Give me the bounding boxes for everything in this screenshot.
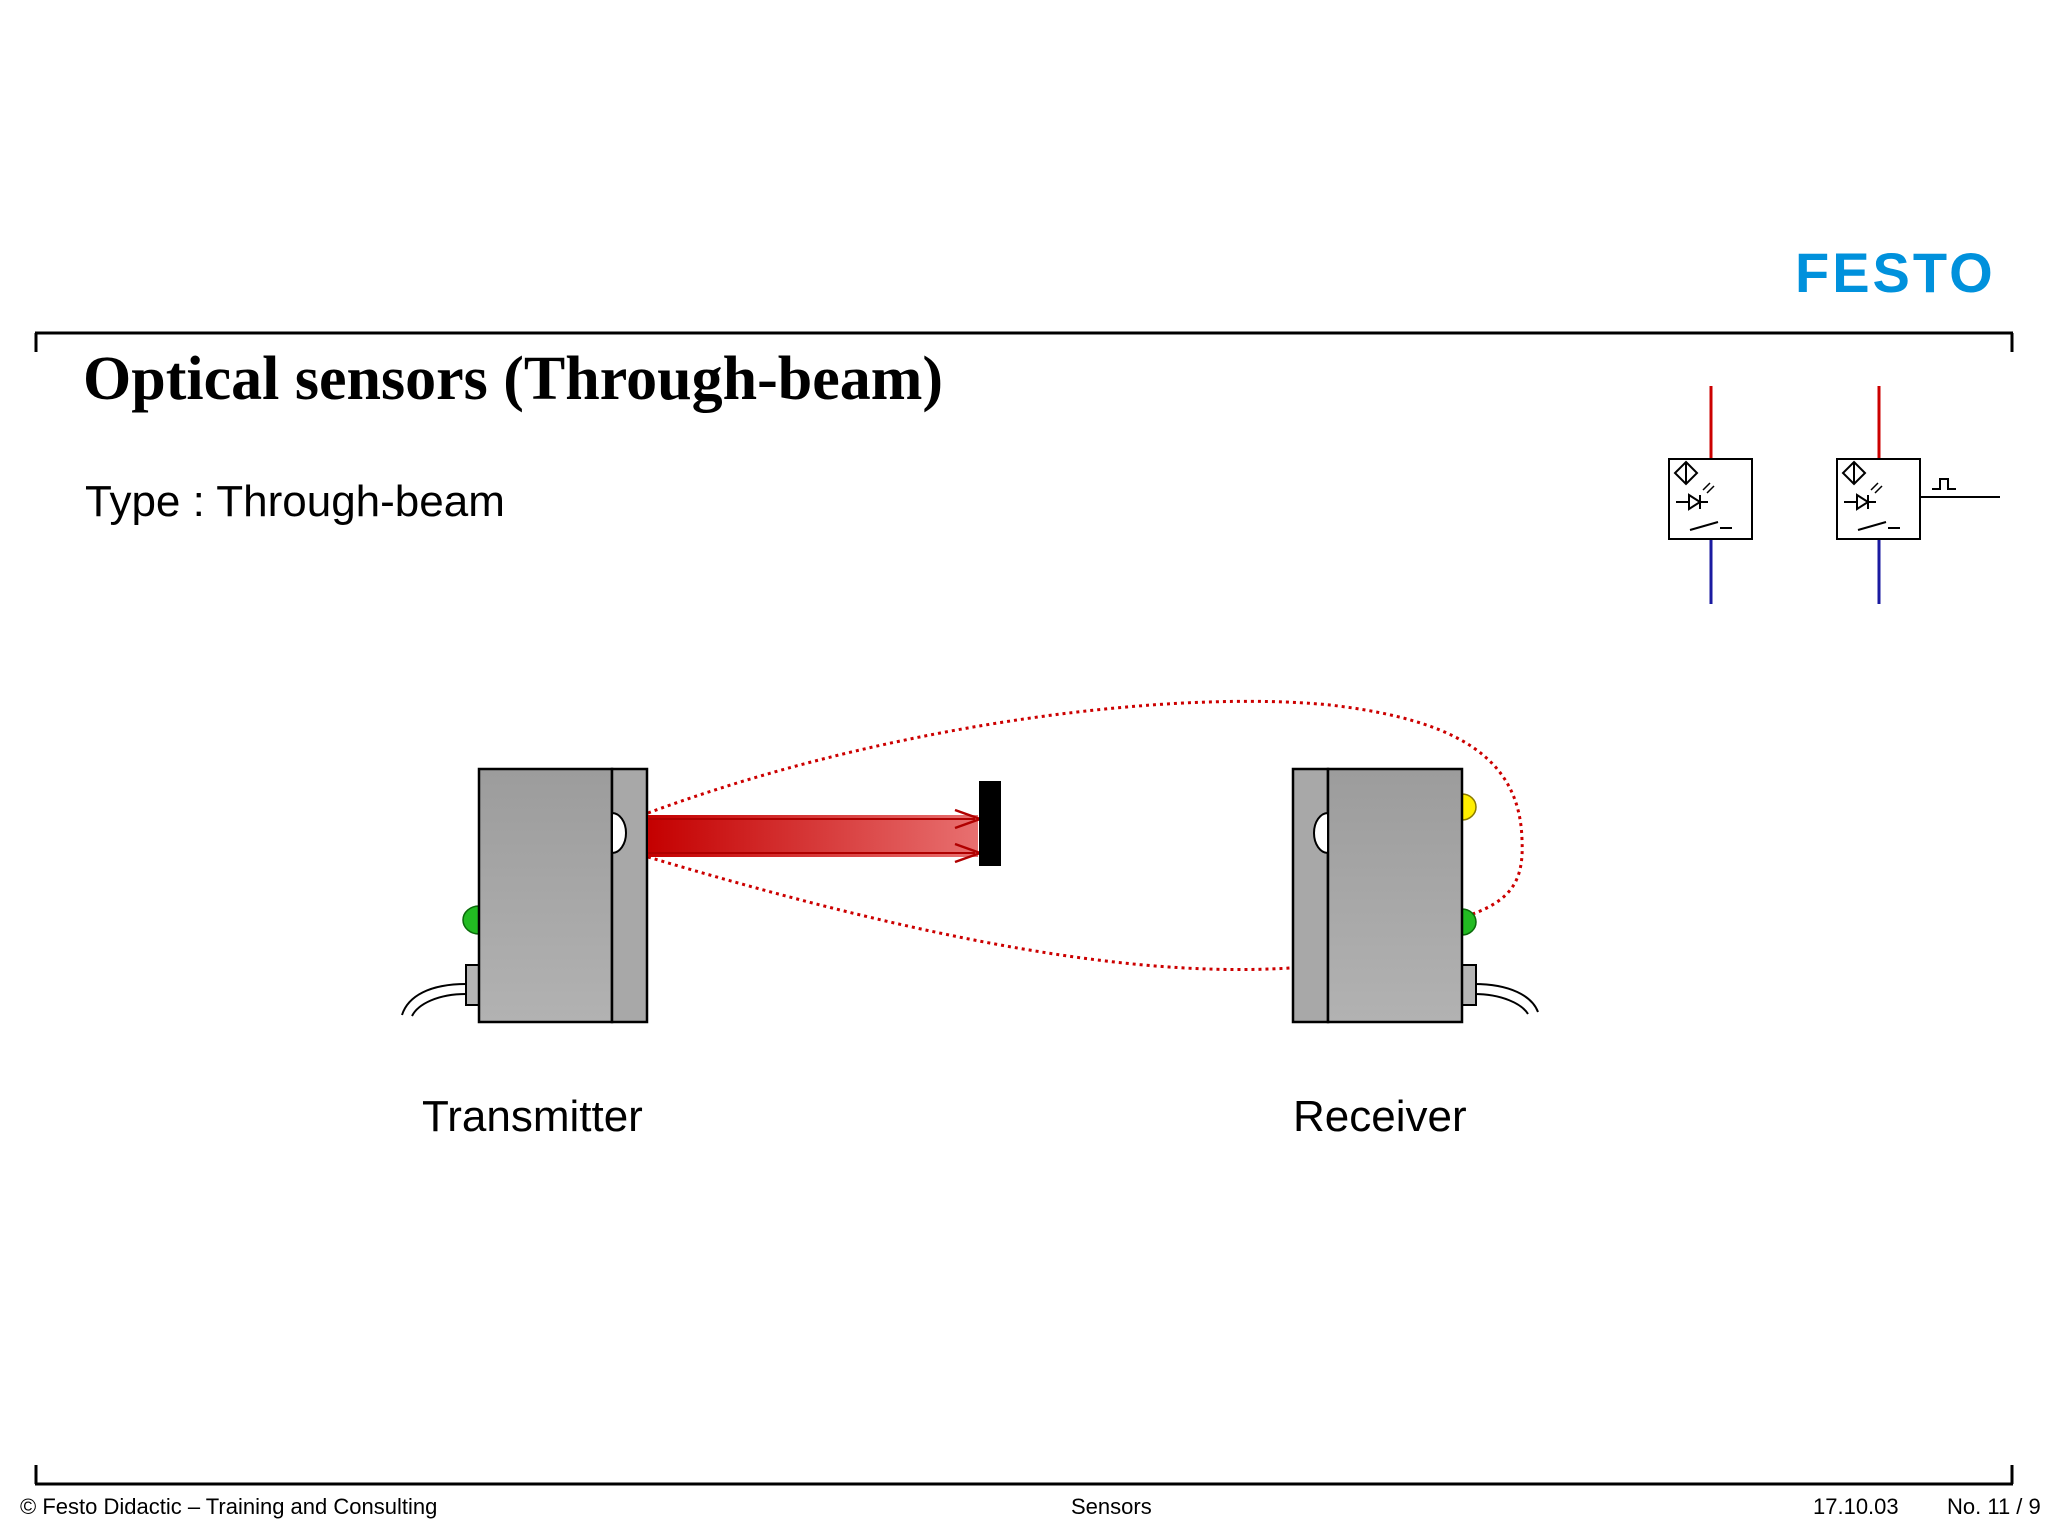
slide-title: Optical sensors (Through-beam) [83,345,944,413]
footer-copyright: © Festo Didactic – Training and Consulti… [20,1494,438,1519]
transmitter-led-icon [462,905,480,935]
top-rule [34,331,2014,352]
bottom-rule [34,1465,2014,1486]
footer-page-number: No. 11 / 9 [1947,1494,2041,1519]
transmitter-label: Transmitter [422,1092,643,1141]
target-object [979,781,1001,866]
sensor-symbol-1 [1668,386,1753,604]
receiver-green-led-icon [1461,908,1477,936]
slide-subtitle: Type : Through-beam [85,477,505,526]
footer-topic: Sensors [1071,1494,1152,1519]
receiver [1291,767,1539,1024]
sensor-symbol-2 [1836,386,2000,604]
detection-zone-outline [647,699,1524,972]
light-beam [648,808,984,864]
footer-date: 17.10.03 [1813,1494,1899,1519]
festo-logo: FESTO [1795,241,1996,304]
transmitter [401,767,649,1024]
receiver-yellow-led-icon [1461,793,1477,821]
receiver-label: Receiver [1293,1092,1467,1141]
